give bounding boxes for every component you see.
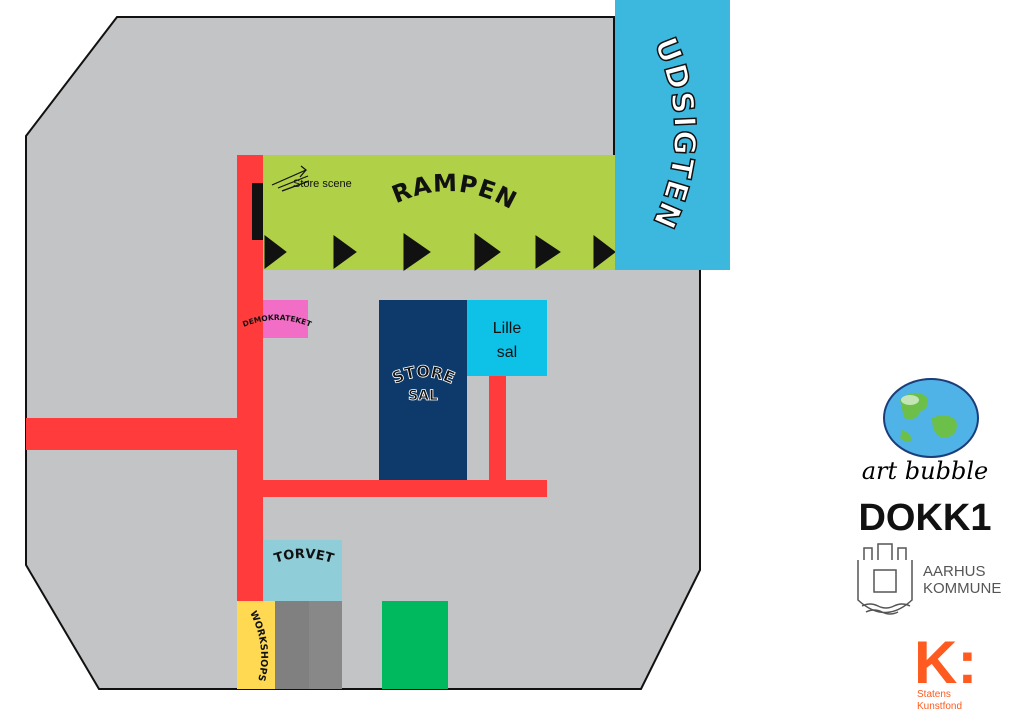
area-store-sal[interactable] — [379, 300, 467, 480]
torvet-label: TORVET — [273, 547, 336, 567]
lille-sal-label-line1: Lille — [493, 320, 522, 337]
dokk1-logo: DOKK1 — [858, 497, 991, 539]
rampen-seating-rows — [264, 233, 616, 271]
workshop-room[interactable] — [275, 601, 309, 689]
area-lille-sal[interactable] — [467, 300, 547, 376]
seating-row — [333, 235, 357, 269]
store-scene-label: Store scene — [293, 178, 352, 190]
aarhus-kommune-line1: AARHUS — [923, 563, 986, 580]
kunstfond-mark: K: — [914, 629, 977, 696]
area-workshops[interactable] — [237, 601, 275, 689]
walkway-west — [26, 418, 263, 450]
area-demokrateket[interactable] — [263, 300, 308, 338]
store-scene-stage — [252, 183, 263, 240]
store-scene-arrow-icon — [271, 165, 310, 192]
seating-row — [535, 235, 561, 269]
aarhus-kommune-line2: KOMMUNE — [923, 580, 1001, 597]
walkway-east — [263, 480, 547, 497]
art-bubble-wordmark: art bubble — [862, 457, 988, 485]
globe-icon — [883, 378, 979, 458]
building-floor — [25, 16, 701, 690]
seating-row — [264, 234, 287, 270]
walkway-lille-sal — [489, 376, 506, 481]
workshop-room[interactable] — [309, 601, 342, 689]
green-room[interactable] — [382, 601, 448, 689]
area-torvet[interactable] — [263, 540, 342, 601]
art-bubble-logo — [883, 378, 979, 458]
kunstfond-line2: Kunstfond — [917, 701, 962, 712]
seating-row — [403, 233, 431, 271]
seating-row — [474, 233, 501, 271]
aarhus-seal-icon — [857, 543, 913, 615]
seating-row — [593, 234, 616, 270]
area-udsigten[interactable] — [615, 0, 730, 270]
lille-sal-label-line2: sal — [497, 344, 517, 361]
store-sal-label-line2: SAL — [408, 388, 438, 404]
kunstfond-line1: Statens — [917, 689, 951, 700]
